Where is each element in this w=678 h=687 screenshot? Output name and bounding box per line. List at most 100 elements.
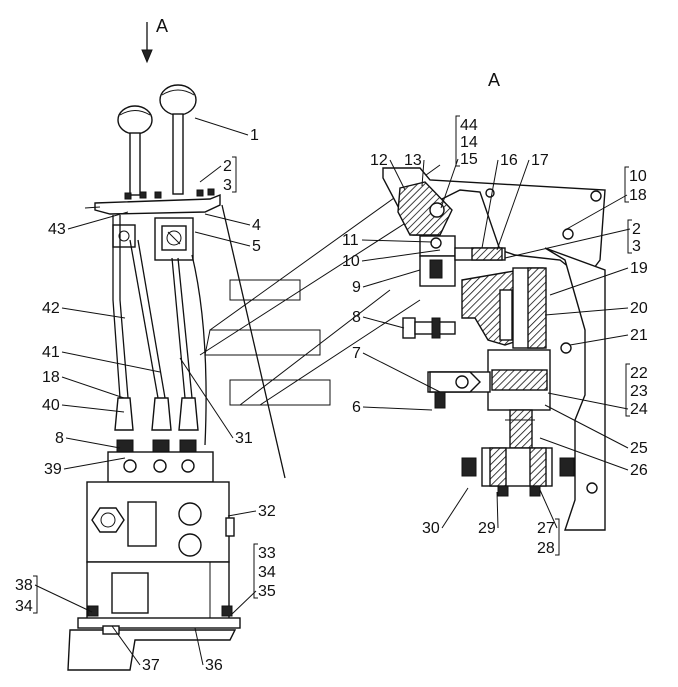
view-arrow-letter: A (156, 16, 168, 36)
left-part-label-l40: 40 (42, 397, 60, 414)
rod-boots (114, 397, 199, 431)
right-leader-r30 (441, 487, 469, 529)
left-leader-l8 (65, 437, 121, 449)
right-part-label-r13: 13 (404, 152, 422, 169)
left-part-label-l2: 2 (223, 158, 232, 175)
left-part-label-l41: 41 (42, 344, 60, 361)
left-leader-l2 (199, 165, 222, 183)
left-leader-l4 (204, 213, 251, 226)
left-part-label-l34: 34 (258, 564, 276, 581)
left-part-label-l42: 42 (42, 300, 60, 317)
left-leader-l39 (63, 457, 126, 470)
right-part-label-r17: 17 (531, 152, 549, 169)
right-part-label-r44: 44 (460, 117, 478, 134)
left-leader-l18 (61, 376, 125, 399)
right-part-label-r6: 6 (352, 399, 361, 416)
right-part-label-r20: 20 (630, 300, 648, 317)
left-leader-l42 (61, 307, 126, 319)
right-leader-r10b (361, 249, 441, 262)
label-bracket-0 (232, 156, 237, 193)
left-part-label-l36: 36 (205, 657, 223, 674)
left-leader-l5 (194, 231, 251, 247)
right-leader-r27 (539, 489, 558, 529)
view-arrow-a: A (141, 16, 168, 64)
right-part-label-r8: 8 (352, 309, 361, 326)
right-leader-r26 (539, 437, 629, 471)
right-part-label-r30: 30 (422, 520, 440, 537)
guide-rod (221, 204, 286, 479)
left-part-label-l18: 18 (42, 369, 60, 386)
mounting-plate (84, 188, 221, 215)
right-part-label-r24: 24 (630, 401, 648, 418)
left-leader-l31 (179, 357, 234, 439)
left-leader-l40 (61, 404, 125, 413)
right-leader-r8 (362, 316, 405, 329)
left-part-label-l43: 43 (48, 221, 66, 238)
label-bracket-1 (253, 543, 258, 599)
right-leader-r6 (362, 406, 433, 411)
right-leader-r17 (496, 159, 530, 251)
right-part-label-r29: 29 (478, 520, 496, 537)
right-part-label-r28: 28 (537, 540, 555, 557)
right-leader-r9 (362, 269, 421, 288)
left-leader-l35 (231, 590, 257, 615)
right-leader-r12 (389, 159, 406, 191)
right-part-label-r23: 23 (630, 383, 648, 400)
label-bracket-6 (625, 363, 630, 417)
label-bracket-7 (555, 518, 560, 556)
left-part-label-l34b: 34 (15, 598, 33, 615)
right-leader-r21 (569, 334, 629, 346)
right-part-label-r3: 3 (632, 238, 641, 255)
left-part-label-l39: 39 (44, 461, 62, 478)
valve-body (86, 481, 235, 563)
right-part-label-r10b: 10 (342, 253, 360, 270)
right-part-label-r21: 21 (630, 327, 648, 344)
left-part-label-l5: 5 (252, 238, 261, 255)
lever-handles (117, 84, 197, 196)
right-part-label-r18: 18 (629, 187, 647, 204)
leader-lines (34, 117, 631, 666)
right-part-label-r10: 10 (629, 168, 647, 185)
right-part-label-r12: 12 (370, 152, 388, 169)
left-part-label-l31: 31 (235, 430, 253, 447)
nut-row (116, 439, 197, 453)
left-assembly: A (67, 16, 286, 671)
left-part-label-l38: 38 (15, 577, 33, 594)
right-part-label-r22: 22 (630, 365, 648, 382)
label-brackets (33, 115, 632, 614)
left-leader-l1 (194, 117, 249, 136)
right-part-label-r7: 7 (352, 345, 361, 362)
right-part-label-r11: 11 (342, 232, 359, 249)
left-part-label-l4: 4 (252, 217, 261, 234)
right-leader-r16 (481, 159, 499, 249)
left-leader-l32 (227, 510, 257, 517)
label-bracket-2 (33, 575, 38, 614)
right-leader-r25 (544, 404, 629, 449)
left-leader-l38 (34, 584, 93, 613)
right-part-label-r2: 2 (632, 221, 641, 238)
left-part-label-l8: 8 (55, 430, 64, 447)
right-leader-r7 (362, 352, 441, 393)
lever-bracket (112, 217, 194, 261)
base-flange (67, 617, 241, 671)
side-plate (544, 247, 606, 531)
right-leader-r18 (564, 194, 628, 231)
view-a-letter: A (488, 70, 500, 90)
right-leader-r20 (544, 307, 629, 316)
upper-clamp (397, 181, 453, 236)
left-part-label-l35: 35 (258, 583, 276, 600)
right-part-label-r26: 26 (630, 462, 648, 479)
left-leader-l41 (61, 351, 161, 373)
label-bracket-3 (455, 115, 460, 167)
left-part-label-l1: 1 (250, 127, 259, 144)
left-leader-l43 (67, 211, 129, 230)
label-bracket-4 (624, 166, 629, 203)
right-part-label-r19: 19 (630, 260, 648, 277)
left-part-label-l32: 32 (258, 503, 276, 520)
right-part-label-r15: 15 (460, 151, 478, 168)
right-leader-r29 (496, 491, 499, 529)
right-leader-r2 (504, 228, 631, 259)
